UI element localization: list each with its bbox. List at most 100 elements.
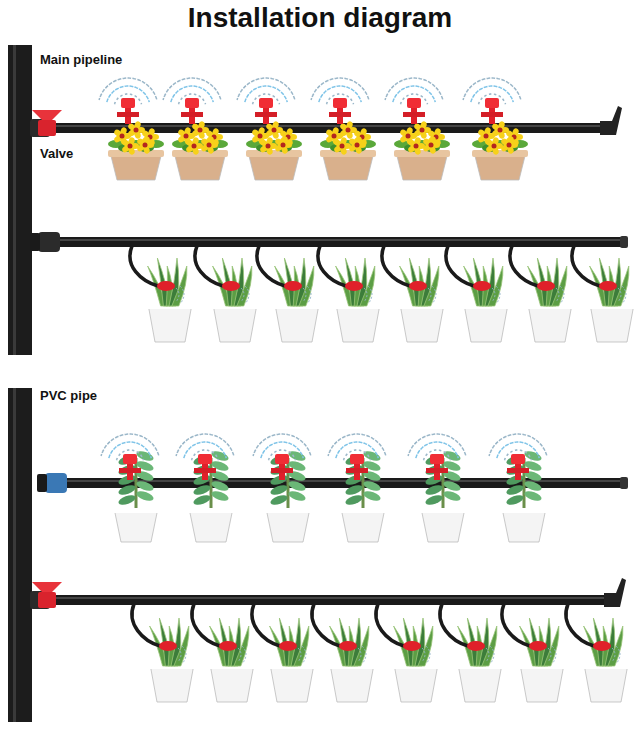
sprinkler-wing	[329, 112, 351, 117]
pipe-label: Main pipeline	[40, 52, 122, 67]
pipe-highlight	[13, 388, 16, 722]
flower-center	[184, 134, 189, 139]
water-spray	[385, 78, 443, 100]
drip-tube	[195, 246, 223, 286]
water-spray	[311, 78, 369, 100]
succulent-leaf	[210, 449, 230, 463]
flower-center	[143, 143, 148, 148]
flower-center	[266, 144, 271, 149]
flower-center	[134, 128, 139, 133]
drip-tube	[257, 246, 285, 286]
succulent-leaf	[442, 489, 462, 503]
flower-pot	[520, 664, 564, 702]
succulent-leaf	[505, 483, 525, 497]
dripper	[467, 641, 485, 651]
end-cap	[604, 578, 626, 607]
flower-pot	[270, 664, 314, 702]
diagram-title: Installation diagram	[0, 2, 640, 34]
drip-spray	[492, 286, 500, 304]
pipe-connector-nut	[37, 474, 47, 492]
sprinkler-head	[259, 98, 273, 108]
drip-tube	[130, 246, 158, 286]
flower-center	[498, 128, 503, 133]
pipe-highlight	[13, 45, 16, 355]
sprinkler-head	[430, 454, 444, 464]
succulent-leaf	[523, 479, 543, 493]
dripper	[284, 281, 302, 291]
drip-spray	[548, 646, 556, 664]
flower-center	[406, 134, 411, 139]
water-spray	[176, 434, 234, 456]
flower-center	[420, 128, 425, 133]
succulent-leaf	[269, 493, 289, 507]
drip-spray	[238, 646, 246, 664]
dripper	[599, 281, 617, 291]
drip-tube	[312, 604, 340, 646]
dripper	[222, 281, 240, 291]
dripper	[339, 641, 357, 651]
pipe	[60, 237, 622, 247]
water-spray	[489, 434, 547, 456]
drip-spray	[612, 646, 620, 664]
flower-center	[198, 128, 203, 133]
dripper	[593, 641, 611, 651]
pipe-highlight	[60, 239, 622, 241]
sprinkler-head	[185, 98, 199, 108]
pipe-highlight	[34, 597, 608, 599]
drip-spray	[178, 646, 186, 664]
succulent-leaf	[269, 483, 289, 497]
drip-spray	[422, 646, 430, 664]
succulent-leaf	[117, 483, 137, 497]
dripper	[409, 281, 427, 291]
drip-tube	[446, 246, 474, 286]
sprinkler-head	[275, 454, 289, 464]
sprinkler-wing	[119, 468, 141, 473]
sprinkler-wing	[403, 112, 425, 117]
flower-center	[258, 134, 263, 139]
pot-rim	[394, 150, 450, 157]
flower-pot	[189, 508, 233, 542]
flower-pot	[584, 664, 628, 702]
sprinkler-head	[350, 454, 364, 464]
valve-handle	[32, 582, 62, 592]
drip-spray	[176, 286, 184, 304]
drip-tube	[510, 246, 538, 286]
flower-center	[414, 144, 419, 149]
drip-spray	[618, 286, 626, 304]
water-spray	[408, 434, 466, 456]
dripper	[159, 641, 177, 651]
succulent-leaf	[344, 493, 364, 507]
drip-tube	[572, 246, 600, 286]
flower-center	[429, 143, 434, 148]
drip-tube	[566, 604, 594, 646]
flower-center	[346, 128, 351, 133]
drip-tube	[440, 604, 468, 646]
drip-spray	[358, 646, 366, 664]
flower-pot	[210, 664, 254, 702]
end-cap	[600, 106, 622, 135]
flower-pot	[400, 304, 444, 342]
pipe	[34, 595, 608, 605]
water-spray	[101, 434, 159, 456]
valve-body	[38, 592, 56, 608]
dripper	[345, 281, 363, 291]
succulent-leaf	[442, 479, 462, 493]
sprinkler-wing	[194, 468, 216, 473]
drip-spray	[241, 286, 249, 304]
sprinkler-head	[123, 454, 137, 464]
pot-rim	[472, 150, 528, 157]
drip-spray	[486, 646, 494, 664]
flower-pot	[336, 304, 380, 342]
drip-tube	[318, 246, 346, 286]
flower-center	[507, 143, 512, 148]
water-spray	[328, 434, 386, 456]
sprinkler-head	[485, 98, 499, 108]
drip-spray	[556, 286, 564, 304]
flower-center	[120, 134, 125, 139]
succulent-leaf	[424, 493, 444, 507]
pot-rim	[108, 150, 164, 157]
succulent-leaf	[287, 479, 307, 493]
main-pipe	[8, 388, 32, 722]
flower-pot	[421, 508, 465, 542]
